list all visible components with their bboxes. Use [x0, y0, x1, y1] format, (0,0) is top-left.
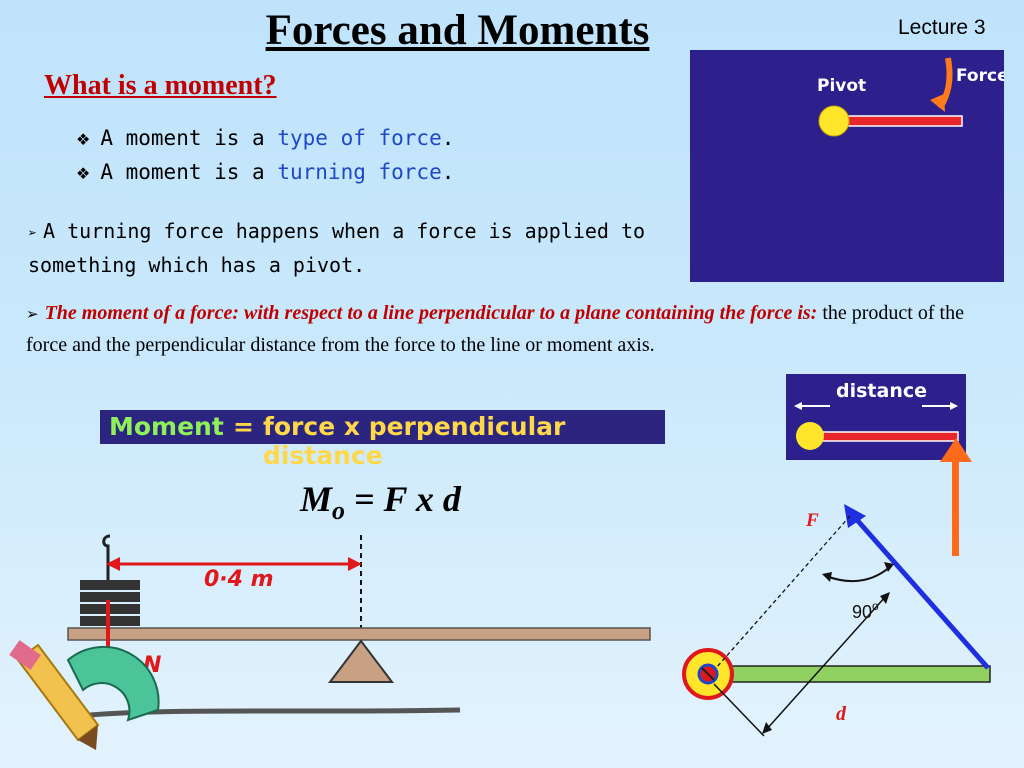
- moment-formula-bar: Moment = force x perpendicular distance: [100, 410, 665, 470]
- diamond-bullet-icon: ❖: [76, 130, 91, 149]
- pivot-label: Pivot: [817, 76, 866, 96]
- moment-equation: Mo = F x d: [300, 479, 461, 526]
- force-arrow-up-icon: [940, 438, 972, 556]
- hook-icon: [102, 534, 111, 580]
- left-arrow-icon: [794, 402, 802, 410]
- arrow-bullet-icon: ➢: [28, 224, 38, 242]
- section-heading: What is a moment?: [44, 70, 277, 101]
- right-arrow-icon: [950, 402, 958, 410]
- pivot-force-panel: Pivot Force: [690, 50, 1004, 282]
- force-arrow-blue-icon: [844, 504, 866, 528]
- diamond-bullet-icon: ❖: [76, 164, 91, 183]
- arrow-bullet-icon: ➢: [26, 305, 39, 323]
- force-F-label: F: [805, 510, 819, 531]
- moment-arm-diagram: F 90o d: [682, 504, 991, 737]
- distance-label: distance: [836, 380, 927, 402]
- seesaw-diagram: 0·4 m 4 N: [67, 534, 651, 718]
- fulcrum-icon: [327, 639, 395, 683]
- angle-label: 90o: [852, 599, 879, 622]
- lecture-label: Lecture 3: [898, 16, 986, 39]
- distance-d-label: d: [836, 703, 847, 725]
- page-title: Forces and Moments: [265, 7, 650, 54]
- lever-rod: [715, 665, 991, 683]
- turning-force-text: ➢A turning force happens when a force is…: [28, 219, 646, 277]
- pencil-protractor-icon: [9, 640, 160, 750]
- bullet-item: ❖A moment is a turning force.: [76, 160, 455, 184]
- force-label: Force: [956, 66, 1004, 86]
- bullet-item: ❖A moment is a type of force.: [76, 126, 455, 150]
- distance-value: 0·4 m: [204, 567, 274, 592]
- moment-definition: ➢The moment of a force: with respect to …: [26, 302, 964, 356]
- distance-panel: distance: [786, 374, 966, 460]
- seesaw-beam: [67, 627, 651, 641]
